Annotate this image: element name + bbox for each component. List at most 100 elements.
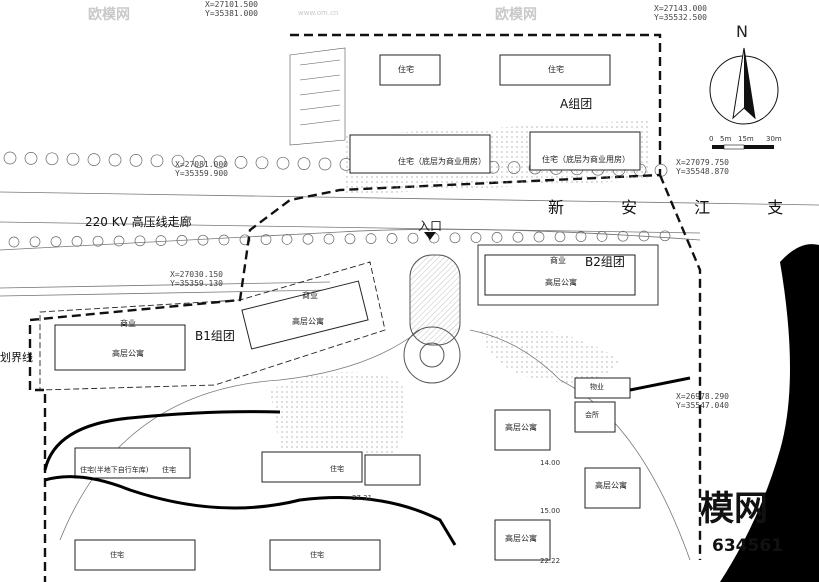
coord-3: X=27081.000 Y=35359.900: [175, 160, 228, 178]
tree-icon: [554, 231, 566, 243]
label-b1e-shang: 商业: [302, 291, 318, 300]
corridor-line-2: [0, 289, 331, 297]
building-a3: [349, 134, 491, 174]
label-a1: 住宅: [398, 65, 414, 74]
tree-icon: [323, 233, 335, 245]
tree-icon: [533, 231, 545, 243]
building-b2: [484, 254, 636, 296]
label-b1-gaoceng: 高层公寓: [112, 349, 144, 358]
label-b1-shang: 商业: [120, 319, 136, 328]
tree-icon: [113, 235, 125, 247]
hall-building: [574, 401, 616, 433]
label-tower-2: 高层公寓: [595, 481, 627, 490]
coord-6: X=26978.290 Y=35547.040: [676, 392, 729, 410]
boundary-label: 划界线: [0, 351, 33, 364]
tree-icon: [302, 233, 314, 245]
building-a2: [499, 54, 611, 86]
building-b1-west: [54, 324, 186, 371]
watermark-brand: 模网: [700, 489, 768, 529]
scale-5: 5m: [720, 135, 732, 143]
tree-icon: [92, 235, 104, 247]
building-a1: [379, 54, 441, 86]
label-b2-gaoceng: 高层公寓: [545, 278, 577, 287]
watermark-url: www.om.cn: [298, 9, 339, 17]
tree-icon: [318, 157, 332, 171]
label-garage: 住宅(半地下自行车库): [80, 466, 149, 474]
tree-icon: [276, 156, 290, 170]
tree-icon: [617, 230, 629, 242]
entrance-label: 入口: [418, 219, 443, 233]
tower-1: [494, 409, 551, 451]
scale-0: 0: [709, 135, 714, 143]
tree-icon: [659, 230, 671, 242]
tree-icon: [596, 231, 608, 242]
coord-4: X=27079.750 Y=35548.870: [676, 158, 729, 176]
tower-2: [584, 467, 641, 509]
label-a2: 住宅: [548, 65, 564, 74]
tree-icon: [87, 153, 101, 166]
tree-icon: [344, 233, 356, 245]
label-service: 物业: [590, 383, 604, 391]
house-row-4: [74, 539, 196, 571]
scale-15: 15m: [738, 135, 754, 143]
tree-icon: [3, 151, 17, 165]
house-row-2: [261, 451, 363, 483]
parking: [289, 47, 346, 146]
corridor-line: [0, 281, 331, 289]
tree-icon: [134, 235, 146, 247]
buildings: [54, 54, 641, 571]
walking-route: [43, 410, 457, 546]
tree-icon: [8, 236, 20, 248]
tree-icon: [365, 233, 377, 244]
tree-icon: [512, 231, 524, 243]
tree-icon: [449, 232, 461, 244]
building-a4: [529, 131, 641, 171]
tree-icon: [239, 234, 251, 246]
tree-icon: [281, 234, 293, 245]
house-row-1: [74, 447, 191, 479]
tower-3: [494, 519, 551, 561]
tree-icon: [45, 152, 59, 166]
tree-icon: [218, 234, 230, 246]
tree-icon: [50, 236, 62, 247]
house-row-3: [364, 454, 421, 486]
tree-icon: [24, 152, 38, 165]
tree-icon: [260, 234, 272, 245]
fountain-core: [419, 342, 445, 368]
tree-icon: [155, 235, 167, 246]
building-b1-east: [241, 280, 369, 350]
level-4: 22.22: [540, 557, 561, 565]
tree-icon: [150, 154, 164, 168]
coord-2: X=27143.000 Y=35532.500: [654, 4, 707, 22]
coord-5: X=27030.150 Y=35359.130: [170, 270, 223, 288]
tree-icon: [297, 157, 311, 170]
tree-icon: [255, 156, 269, 170]
group-b1-label: B1组团: [195, 329, 235, 343]
tree-icon: [197, 234, 209, 246]
tree-icon: [171, 154, 185, 168]
scale-30: 30m: [766, 135, 782, 143]
tree-icon: [407, 232, 419, 244]
north-arrow-fill-icon: [744, 48, 755, 118]
level-3: 15.00: [540, 507, 561, 515]
corridor-label: 220 KV 高压线走廊: [85, 215, 192, 229]
label-tower-1: 高层公寓: [505, 423, 537, 432]
label-a3: 住宅（底层为商业用房）: [398, 157, 486, 166]
tree-icon: [192, 155, 206, 168]
north-label: N: [736, 22, 748, 41]
tree-icon: [386, 233, 398, 244]
label-house-2: 住宅: [162, 466, 176, 474]
house-row-5: [269, 539, 381, 571]
b2-group-outline: [477, 244, 659, 306]
watermark-code: 634561: [712, 536, 783, 556]
tree-icon: [470, 232, 482, 243]
tree-icon: [66, 152, 80, 166]
road-curve: [0, 228, 701, 251]
label-house-3: 住宅: [330, 465, 344, 473]
tree-icon: [29, 236, 41, 248]
label-house-5: 住宅: [310, 551, 324, 559]
label-tower-3: 高层公寓: [505, 534, 537, 543]
fountain-basin: [409, 254, 461, 346]
entrance-arrow-icon: [424, 232, 436, 240]
label-house-4: 住宅: [110, 551, 124, 559]
